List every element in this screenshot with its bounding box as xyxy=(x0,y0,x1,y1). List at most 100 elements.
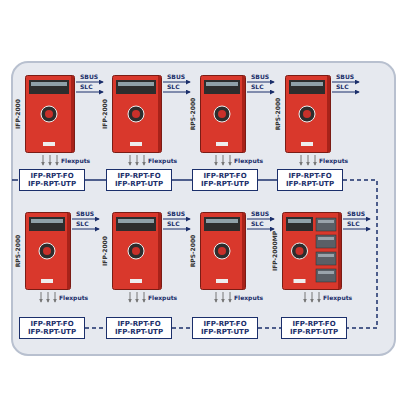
display-screen xyxy=(31,82,67,86)
network-link xyxy=(258,327,281,329)
control-panel: RPS-2000 xyxy=(188,212,246,290)
flexput-arrow xyxy=(301,155,302,165)
display-screen xyxy=(206,82,238,86)
key-switch xyxy=(41,279,53,283)
control-panel: RPS-2000 xyxy=(273,75,331,153)
signal-label: SLC xyxy=(336,84,349,90)
signal-label: SBUS xyxy=(336,74,354,80)
flexput-arrow xyxy=(312,292,313,302)
cabinet-body xyxy=(286,76,331,153)
repeater-model: IFP-RPT-FO IFP-RPT-UTP xyxy=(284,320,344,336)
module-card xyxy=(316,235,336,248)
panel-illustration xyxy=(25,75,75,153)
panel-illustration xyxy=(112,75,162,153)
signal-arrow xyxy=(72,219,99,220)
repeater-box: IFP-RPT-FO IFP-RPT-UTP xyxy=(277,169,343,191)
cabinet-edge xyxy=(242,76,245,152)
flexputs-label: Flexputs xyxy=(319,158,348,164)
logo-ring xyxy=(41,106,57,122)
logo-core xyxy=(303,110,311,118)
display-panel xyxy=(286,217,313,231)
display-panel xyxy=(204,217,240,231)
signal-arrow xyxy=(332,82,359,83)
panel-illustration xyxy=(200,75,246,153)
panel-model: IFP-2000 xyxy=(100,75,110,153)
network-link xyxy=(85,179,106,181)
logo-core xyxy=(218,110,226,118)
panel-model: IFP-2000MP xyxy=(270,212,280,290)
module-card xyxy=(316,252,336,265)
logo-core xyxy=(43,247,51,255)
flexputs-label: Flexputs xyxy=(148,295,177,301)
control-panel: IFP-2000 xyxy=(100,75,162,153)
repeater-model: IFP-RPT-FO IFP-RPT-UTP xyxy=(280,172,340,188)
signal-label: SBUS xyxy=(167,74,185,80)
signal-label: SBUS xyxy=(251,211,269,217)
signal-arrow xyxy=(332,92,359,93)
signal-arrow xyxy=(163,219,190,220)
signal-label: SBUS xyxy=(76,211,94,217)
signal-label: SLC xyxy=(80,84,93,90)
signal-label: SBUS xyxy=(347,211,365,217)
repeater-box: IFP-RPT-FO IFP-RPT-UTP xyxy=(106,317,172,339)
signal-arrow xyxy=(247,219,274,220)
network-link xyxy=(343,180,377,328)
display-panel xyxy=(116,80,156,94)
display-screen xyxy=(206,219,238,223)
logo-ring xyxy=(299,106,315,122)
panel-illustration xyxy=(112,212,162,290)
flexput-arrow xyxy=(43,155,44,165)
signal-arrow xyxy=(247,229,274,230)
panel-illustration xyxy=(282,212,342,290)
flexput-arrow xyxy=(50,155,51,165)
logo-ring xyxy=(128,106,144,122)
cabinet-body xyxy=(113,213,162,290)
panel-model: RPS-2000 xyxy=(188,212,198,290)
repeater-model: IFP-RPT-FO IFP-RPT-UTP xyxy=(195,172,255,188)
network-link xyxy=(172,179,192,181)
signal-arrow xyxy=(163,82,190,83)
signal-arrow xyxy=(247,82,274,83)
signal-arrow xyxy=(247,92,274,93)
signal-arrow xyxy=(163,229,190,230)
flexput-arrow xyxy=(130,155,131,165)
network-frame xyxy=(12,62,395,355)
flexputs-label: Flexputs xyxy=(148,158,177,164)
display-panel xyxy=(116,217,156,231)
display-panel xyxy=(29,80,69,94)
flexputs-label: Flexputs xyxy=(323,295,352,301)
repeater-model: IFP-RPT-FO IFP-RPT-UTP xyxy=(22,320,82,336)
panel-illustration xyxy=(200,212,246,290)
key-switch xyxy=(294,279,306,283)
flexput-arrow xyxy=(216,155,217,165)
repeater-box: IFP-RPT-FO IFP-RPT-UTP xyxy=(106,169,172,191)
control-panel: IFP-2000 xyxy=(100,212,162,290)
repeater-box: IFP-RPT-FO IFP-RPT-UTP xyxy=(192,317,258,339)
flexput-arrow xyxy=(216,292,217,302)
display-screen xyxy=(31,219,63,223)
display-panel xyxy=(29,217,65,231)
panel-model: RPS-2000 xyxy=(273,75,283,153)
cabinet-body xyxy=(201,76,246,153)
repeater-model: IFP-RPT-FO IFP-RPT-UTP xyxy=(195,320,255,336)
cabinet-edge xyxy=(158,213,161,289)
panel-illustration xyxy=(25,212,71,290)
flexputs-label: Flexputs xyxy=(61,158,90,164)
display-screen xyxy=(118,82,154,86)
cabinet-edge xyxy=(158,76,161,152)
signal-arrow xyxy=(343,229,370,230)
flexput-arrow xyxy=(144,292,145,302)
repeater-box: IFP-RPT-FO IFP-RPT-UTP xyxy=(19,169,85,191)
key-switch xyxy=(216,142,228,146)
flexput-arrow xyxy=(137,155,138,165)
signal-label: SLC xyxy=(251,221,264,227)
module-card xyxy=(316,218,336,231)
control-panel: RPS-2000 xyxy=(13,212,71,290)
panel-model: RPS-2000 xyxy=(188,75,198,153)
logo-core xyxy=(45,110,53,118)
cabinet-edge xyxy=(71,76,74,152)
module-label xyxy=(318,237,334,240)
logo-ring xyxy=(39,243,55,259)
signal-label: SLC xyxy=(167,221,180,227)
